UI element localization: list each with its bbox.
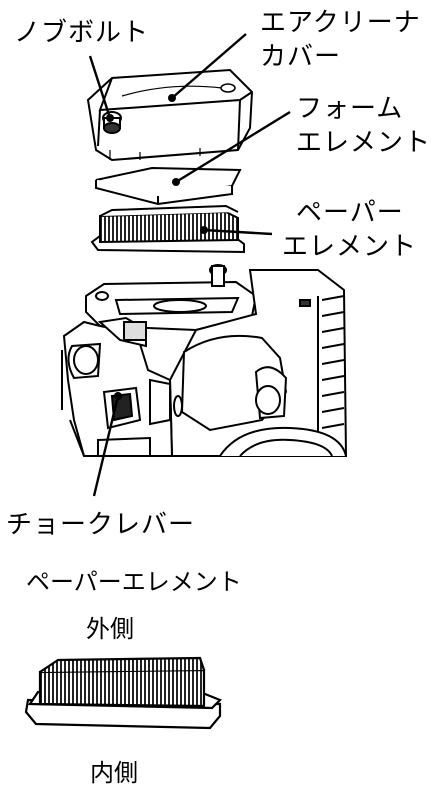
label-paper-element-2: エレメント [282,232,418,262]
air-cleaner-cover [86,68,254,162]
label-outer-side: 外側 [86,615,134,643]
label-foam-element-2: エレメント [296,128,432,158]
engine-assembly [61,264,348,457]
label-inner-side: 内側 [90,759,138,787]
label-air-cleaner-cover-1: エアクリーナ [260,8,421,38]
leader-dots [106,94,208,400]
label-foam-element-1: フォーム [296,94,404,124]
label-air-cleaner-cover-2: カバー [260,42,342,72]
leader-lines [88,33,291,497]
label-choke-lever: チョークレバー [6,510,196,540]
paper-element [90,204,245,254]
foam-element [95,166,242,206]
detail-title: ペーパーエレメント [26,568,242,596]
label-knob-bolt: ノブボルト [14,18,150,48]
paper-element-detail [24,656,222,730]
label-paper-element-1: ペーパー [296,198,404,228]
